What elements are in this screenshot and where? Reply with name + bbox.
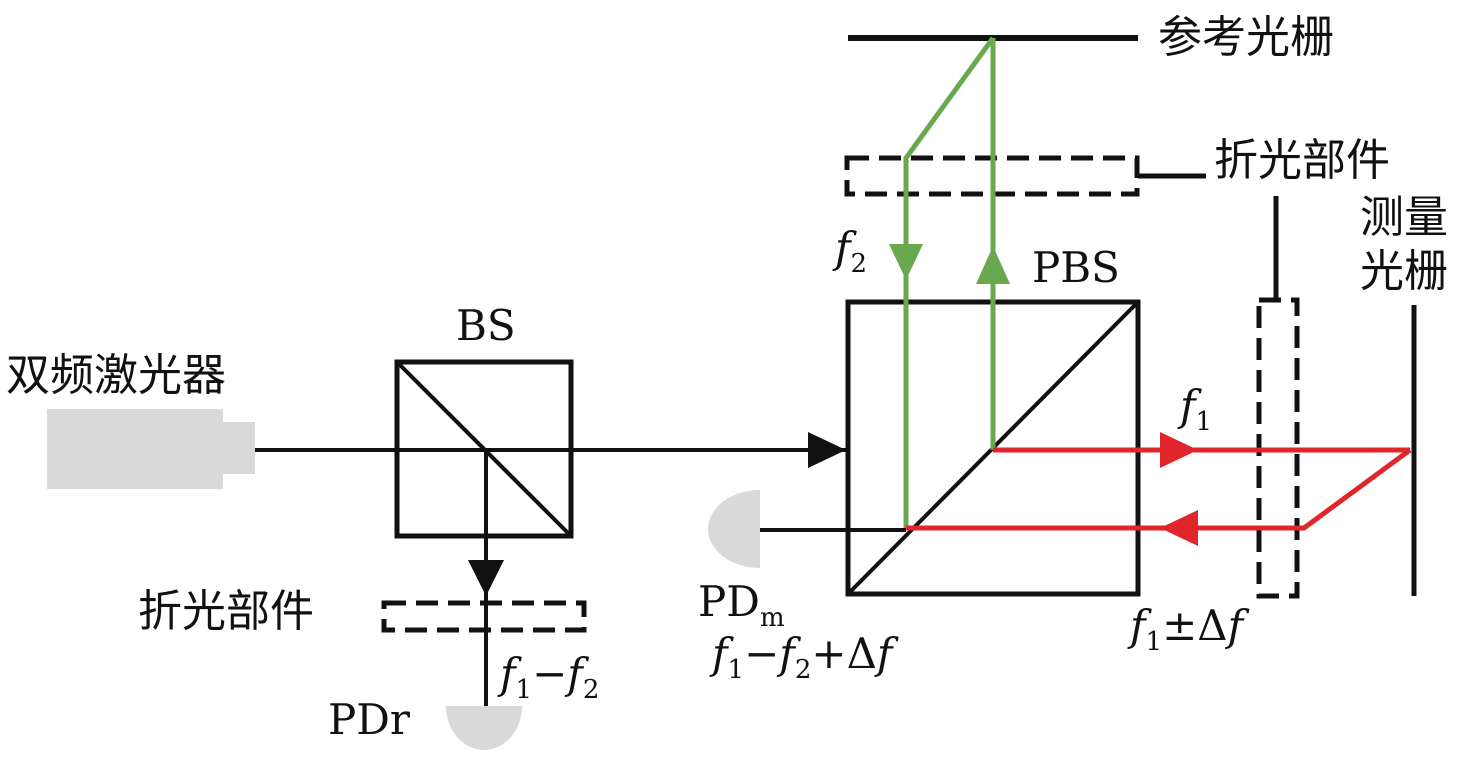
refraction-component-bottom-label: 折光部件 <box>138 586 314 637</box>
green-up-arrow <box>976 246 1010 284</box>
red-out-arrow <box>1160 432 1198 468</box>
pdm-label: PDm <box>698 577 785 633</box>
green-beam-return <box>903 36 996 528</box>
laser-label: 双频激光器 <box>6 350 226 401</box>
pbs-label: PBS <box>1032 243 1120 292</box>
bs-label: BS <box>456 301 516 350</box>
green-down-arrow <box>889 244 923 280</box>
laser-body <box>47 409 223 489</box>
refraction-component-top-label: 折光部件 <box>1214 135 1390 186</box>
pdm-detector <box>708 490 760 568</box>
reference-grating-label: 参考光栅 <box>1158 12 1334 63</box>
pdr-label: PDr <box>328 695 411 744</box>
pdr-detector <box>446 706 522 750</box>
formula-f1: f1 <box>1177 381 1212 437</box>
bs-down-arrow <box>468 560 504 596</box>
formula-f1-pm-df: f1±Δf <box>1127 601 1250 657</box>
red-beam-return <box>906 447 1412 531</box>
laser-aperture <box>223 422 255 474</box>
measurement-grating-label-2: 光栅 <box>1360 246 1448 297</box>
formula-f2: f2 <box>832 223 867 279</box>
formula-pdm-beat: f1−f2+Δf <box>709 629 899 685</box>
measurement-grating-label-1: 测量 <box>1360 192 1448 243</box>
main-beam-arrow <box>808 432 846 468</box>
formula-f1-minus-f2: f1−f2 <box>497 649 599 705</box>
refraction-component-bottom <box>381 600 587 633</box>
red-return-arrow <box>1160 510 1198 546</box>
